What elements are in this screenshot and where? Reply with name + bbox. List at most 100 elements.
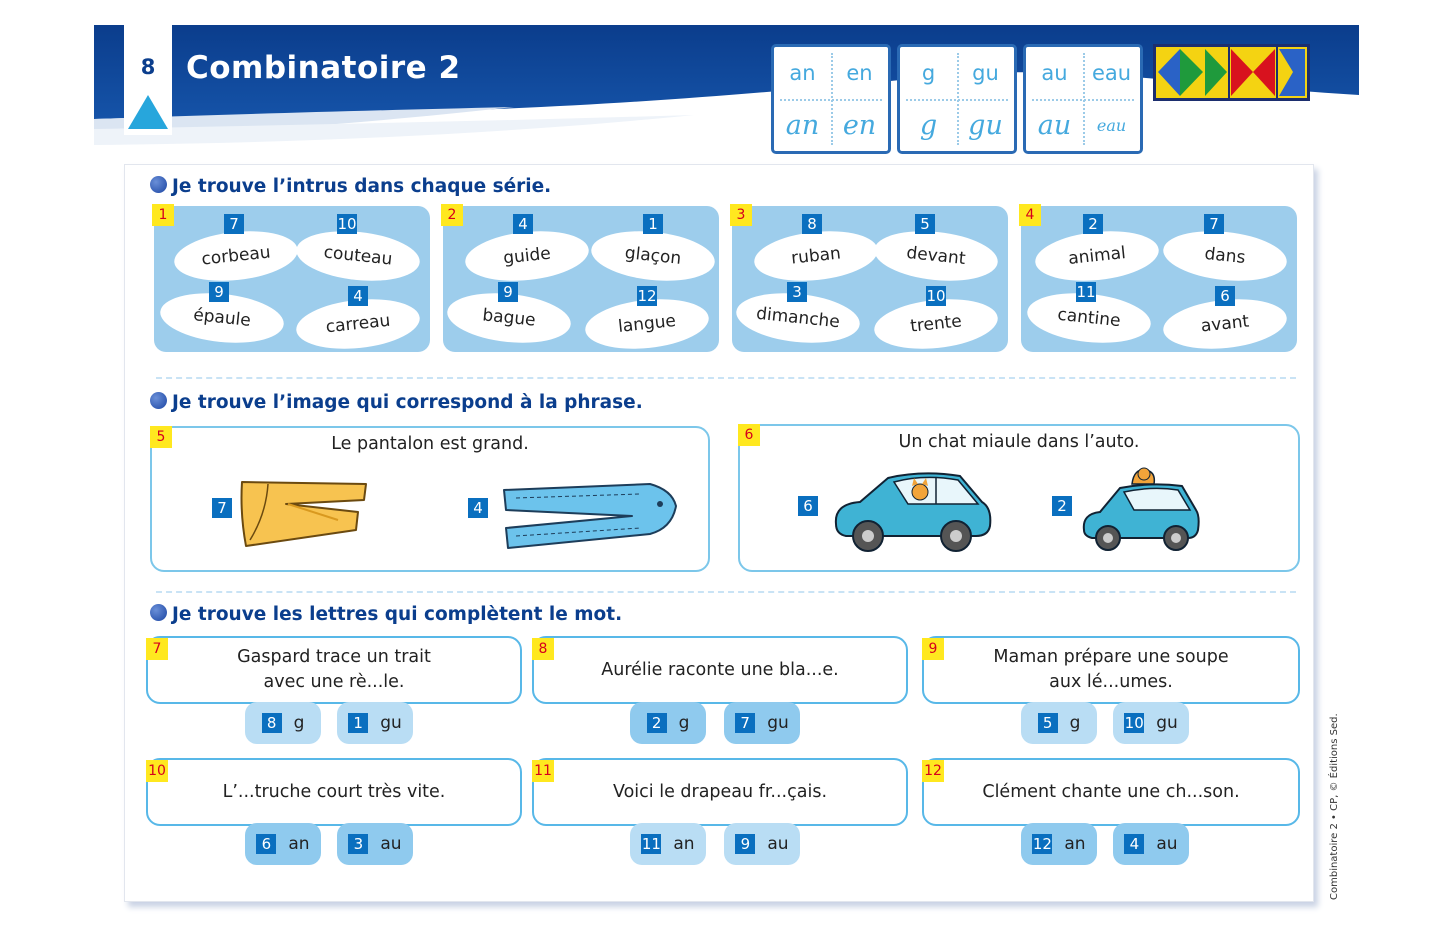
car-cat-inside-image[interactable] (832, 468, 994, 554)
copyright-credit: Combinatoire 2 • CP, © Éditions Sed. (1326, 713, 1342, 900)
letter-print: au (1041, 61, 1068, 85)
question-line: Gaspard trace un trait (237, 647, 431, 667)
letter-cursive: an (785, 109, 820, 141)
word-leaf[interactable]: couteau (293, 225, 423, 287)
bullet-icon (150, 604, 167, 621)
divider (156, 377, 1296, 379)
exercise-number: 1 (152, 204, 174, 226)
choice-number: 3 (348, 834, 369, 854)
question-line: avec une rè...le. (263, 672, 405, 692)
question-line: L’...truche court très vite. (222, 781, 446, 802)
letter-print: eau (1091, 61, 1132, 85)
letter-cursive: en (842, 109, 877, 141)
letter-card-au-eau: au eau au eau (1023, 44, 1143, 154)
choice-button[interactable]: 9 au (724, 823, 800, 865)
choice-letters: gu (380, 713, 402, 733)
answer-number: 8 (802, 214, 822, 234)
yellow-pants-image[interactable] (238, 474, 370, 552)
answer-number: 6 (1215, 286, 1235, 306)
choice-letters: au (380, 834, 402, 854)
question-line: aux lé...umes. (1049, 672, 1173, 692)
question-11: Voici le drapeau fr...çais. (532, 758, 908, 826)
exercise-number: 3 (730, 204, 752, 226)
word-text: ruban (790, 243, 842, 269)
word-leaf[interactable]: dans (1160, 225, 1290, 287)
section-title-text: Je trouve l’image qui correspond à la ph… (172, 392, 643, 413)
word-text: dimanche (755, 303, 841, 333)
letter-print: en (846, 61, 873, 85)
choice-button[interactable]: 11 an (630, 823, 706, 865)
section-title-odd-one-out: Je trouve l’intrus dans chaque série. (150, 176, 551, 197)
choice-button[interactable]: 6 an (245, 823, 321, 865)
letter-print: an (789, 61, 816, 85)
car-cat-on-roof-image[interactable] (1080, 464, 1202, 554)
word-text: devant (905, 242, 967, 270)
word-text: guide (502, 243, 552, 269)
choice-button[interactable]: 1 gu (337, 702, 413, 744)
word-text: glaçon (623, 243, 683, 269)
choice-letters: g (293, 713, 305, 733)
choice-letters: an (288, 834, 310, 854)
question-9: Maman prépare une soupe aux lé...umes. (922, 636, 1300, 704)
choice-button[interactable]: 7 gu (724, 702, 800, 744)
answer-number: 4 (348, 286, 368, 306)
word-leaf[interactable]: glaçon (588, 225, 718, 287)
choice-letters: au (767, 834, 789, 854)
odd-panel-4: 4 animal dans cantine avant 2 7 11 6 (1019, 204, 1297, 355)
bullet-icon (150, 392, 167, 409)
sentence: Le pantalon est grand. (331, 434, 529, 454)
choice-number: 6 (256, 834, 277, 854)
answer-number: 4 (513, 214, 533, 234)
letter-cursive: au (1037, 109, 1072, 141)
choice-number: 11 (641, 834, 662, 854)
choice-number: 10 (1124, 713, 1145, 733)
choice-letters: an (673, 834, 695, 854)
answer-number: 2 (1083, 214, 1103, 234)
blue-jeans-image[interactable] (500, 476, 680, 550)
answer-number: 11 (1076, 282, 1096, 302)
answer-number: 7 (224, 214, 244, 234)
odd-panel-3: 3 ruban devant dimanche trente 8 5 3 10 (730, 204, 1008, 355)
section-title-text: Je trouve l’intrus dans chaque série. (172, 176, 552, 197)
sentence: Un chat miaule dans l’auto. (898, 432, 1140, 452)
question-12: Clément chante une ch...son. (922, 758, 1300, 826)
exercise-number: 6 (738, 424, 760, 446)
choice-letters: gu (767, 713, 789, 733)
word-leaf[interactable]: ruban (751, 225, 881, 287)
word-leaf[interactable]: guide (462, 225, 592, 287)
choice-number: 1 (348, 713, 369, 733)
answer-number: 9 (209, 282, 229, 302)
answer-number: 1 (643, 214, 663, 234)
answer-number: 10 (337, 214, 357, 234)
word-text: trente (909, 311, 963, 337)
question-line: Clément chante une ch...son. (982, 781, 1240, 802)
exercise-number: 10 (146, 760, 168, 782)
choice-button[interactable]: 3 au (337, 823, 413, 865)
section-title-missing-letters: Je trouve les lettres qui complètent le … (150, 604, 622, 625)
word-text: carreau (324, 310, 392, 338)
word-leaf[interactable]: animal (1032, 225, 1162, 287)
page-title: Combinatoire 2 (186, 50, 461, 86)
choice-number: 9 (735, 834, 756, 854)
word-leaf[interactable]: devant (871, 225, 1001, 287)
word-leaf[interactable]: corbeau (171, 225, 301, 287)
answer-number: 10 (926, 286, 946, 306)
choice-letters: au (1156, 834, 1178, 854)
question-8: Aurélie raconte une bla...e. (532, 636, 908, 704)
choice-number: 2 (646, 713, 667, 733)
question-7: Gaspard trace un trait avec une rè...le. (146, 636, 522, 704)
section-title-image-match: Je trouve l’image qui correspond à la ph… (150, 392, 643, 413)
choice-letters: g (1069, 713, 1081, 733)
answer-number: 4 (468, 498, 488, 518)
letter-cursive: g (919, 109, 938, 141)
choice-number: 7 (735, 713, 756, 733)
image-exercise-5: 5 Le pantalon est grand. 7 4 (150, 426, 710, 572)
letter-cursive: eau (1096, 115, 1127, 135)
choice-letters: an (1064, 834, 1086, 854)
